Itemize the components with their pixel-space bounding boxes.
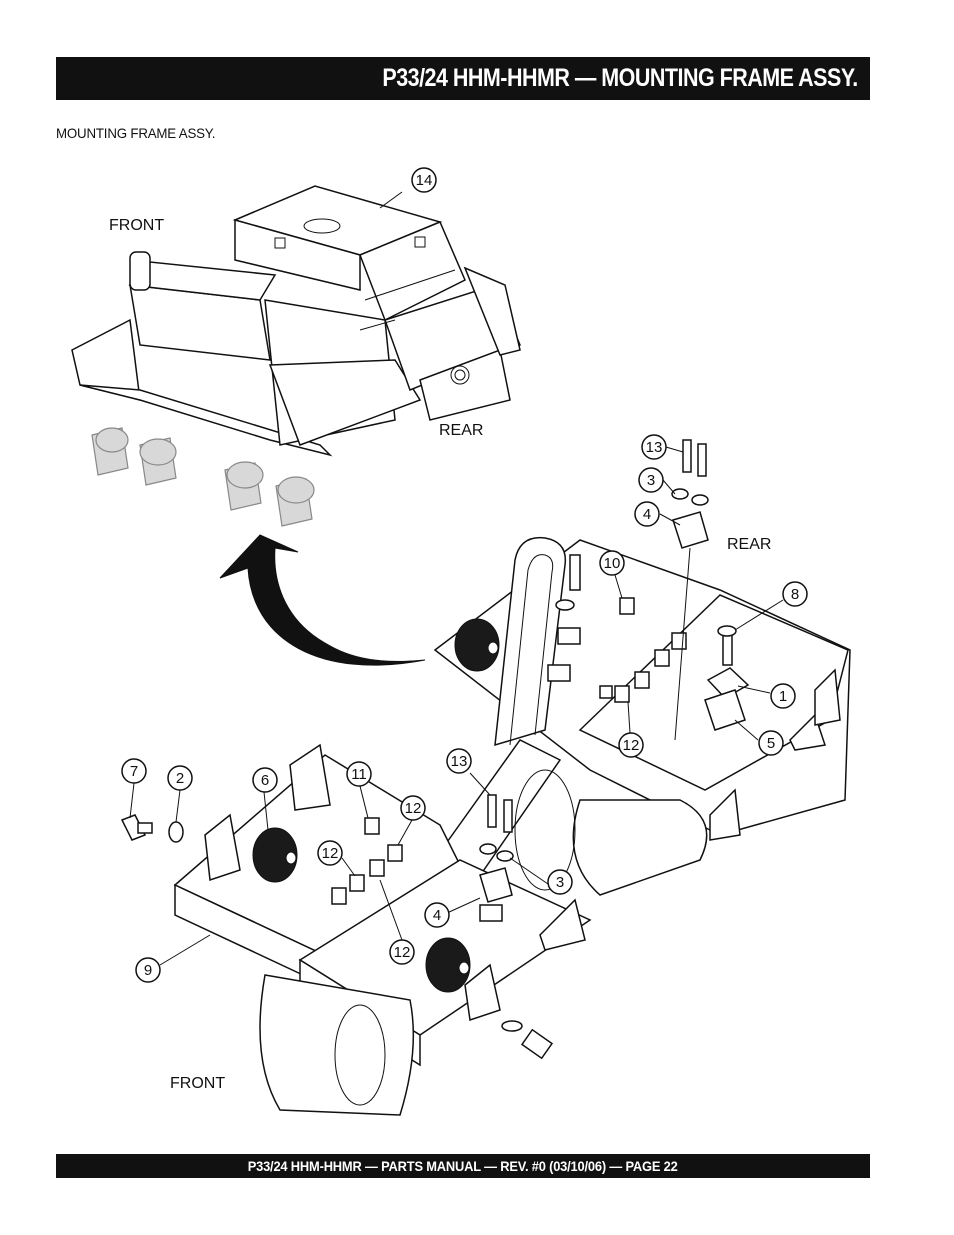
svg-text:4: 4 — [643, 506, 651, 523]
callout-13-lower: 13 — [446, 748, 472, 774]
callout-12-b: 12 — [317, 840, 343, 866]
svg-text:6: 6 — [261, 772, 269, 789]
svg-text:12: 12 — [623, 737, 640, 754]
svg-text:9: 9 — [144, 962, 152, 979]
callout-6: 6 — [252, 767, 278, 793]
svg-text:12: 12 — [405, 800, 422, 817]
svg-text:8: 8 — [791, 586, 799, 603]
direction-arrow — [219, 534, 426, 666]
title-bar: P33/24 HHM-HHMR — MOUNTING FRAME ASSY. — [56, 57, 870, 100]
svg-text:5: 5 — [767, 735, 775, 752]
callout-8: 8 — [782, 581, 808, 607]
svg-text:2: 2 — [176, 770, 184, 787]
svg-text:3: 3 — [647, 472, 655, 489]
label-rear-top: REAR — [439, 422, 483, 439]
callout-11: 11 — [346, 761, 372, 787]
callout-4-lower: 4 — [424, 902, 450, 928]
callout-5: 5 — [758, 730, 784, 756]
label-front-bottom: FRONT — [170, 1075, 225, 1092]
callout-9: 9 — [135, 957, 161, 983]
section-subtitle: MOUNTING FRAME ASSY. — [56, 125, 216, 141]
label-front-top: FRONT — [109, 217, 164, 234]
footer-text: P33/24 HHM-HHMR — PARTS MANUAL — REV. #0… — [248, 1158, 678, 1174]
page-title: P33/24 HHM-HHMR — MOUNTING FRAME ASSY. — [382, 64, 859, 92]
svg-text:3: 3 — [556, 874, 564, 891]
svg-text:4: 4 — [433, 907, 441, 924]
svg-text:13: 13 — [451, 753, 468, 770]
svg-text:14: 14 — [416, 172, 433, 189]
callout-12-right: 12 — [618, 732, 644, 758]
svg-text:12: 12 — [322, 845, 339, 862]
callout-12-c: 12 — [389, 939, 415, 965]
svg-text:13: 13 — [646, 439, 663, 456]
label-rear-right: REAR — [727, 536, 771, 553]
svg-text:7: 7 — [130, 763, 138, 780]
callout-bubbles: 14 13 3 4 10 8 1 5 12 7 2 6 11 12 12 13 … — [121, 167, 808, 983]
frame-assembly-drawing — [71, 185, 521, 527]
callout-3-upper: 3 — [638, 467, 664, 493]
callout-3-lower: 3 — [547, 869, 573, 895]
svg-text:1: 1 — [779, 688, 787, 705]
callout-14: 14 — [411, 167, 437, 193]
callout-7: 7 — [121, 758, 147, 784]
svg-text:10: 10 — [604, 555, 621, 572]
svg-text:12: 12 — [394, 944, 411, 961]
leader-lines — [129, 191, 784, 966]
callout-12-a: 12 — [400, 795, 426, 821]
footer-bar: P33/24 HHM-HHMR — PARTS MANUAL — REV. #0… — [56, 1154, 870, 1178]
callout-2: 2 — [167, 765, 193, 791]
svg-text:11: 11 — [351, 766, 367, 783]
callout-10: 10 — [599, 550, 625, 576]
callout-4-upper: 4 — [634, 501, 660, 527]
callout-13-upper: 13 — [641, 434, 667, 460]
callout-1: 1 — [770, 683, 796, 709]
